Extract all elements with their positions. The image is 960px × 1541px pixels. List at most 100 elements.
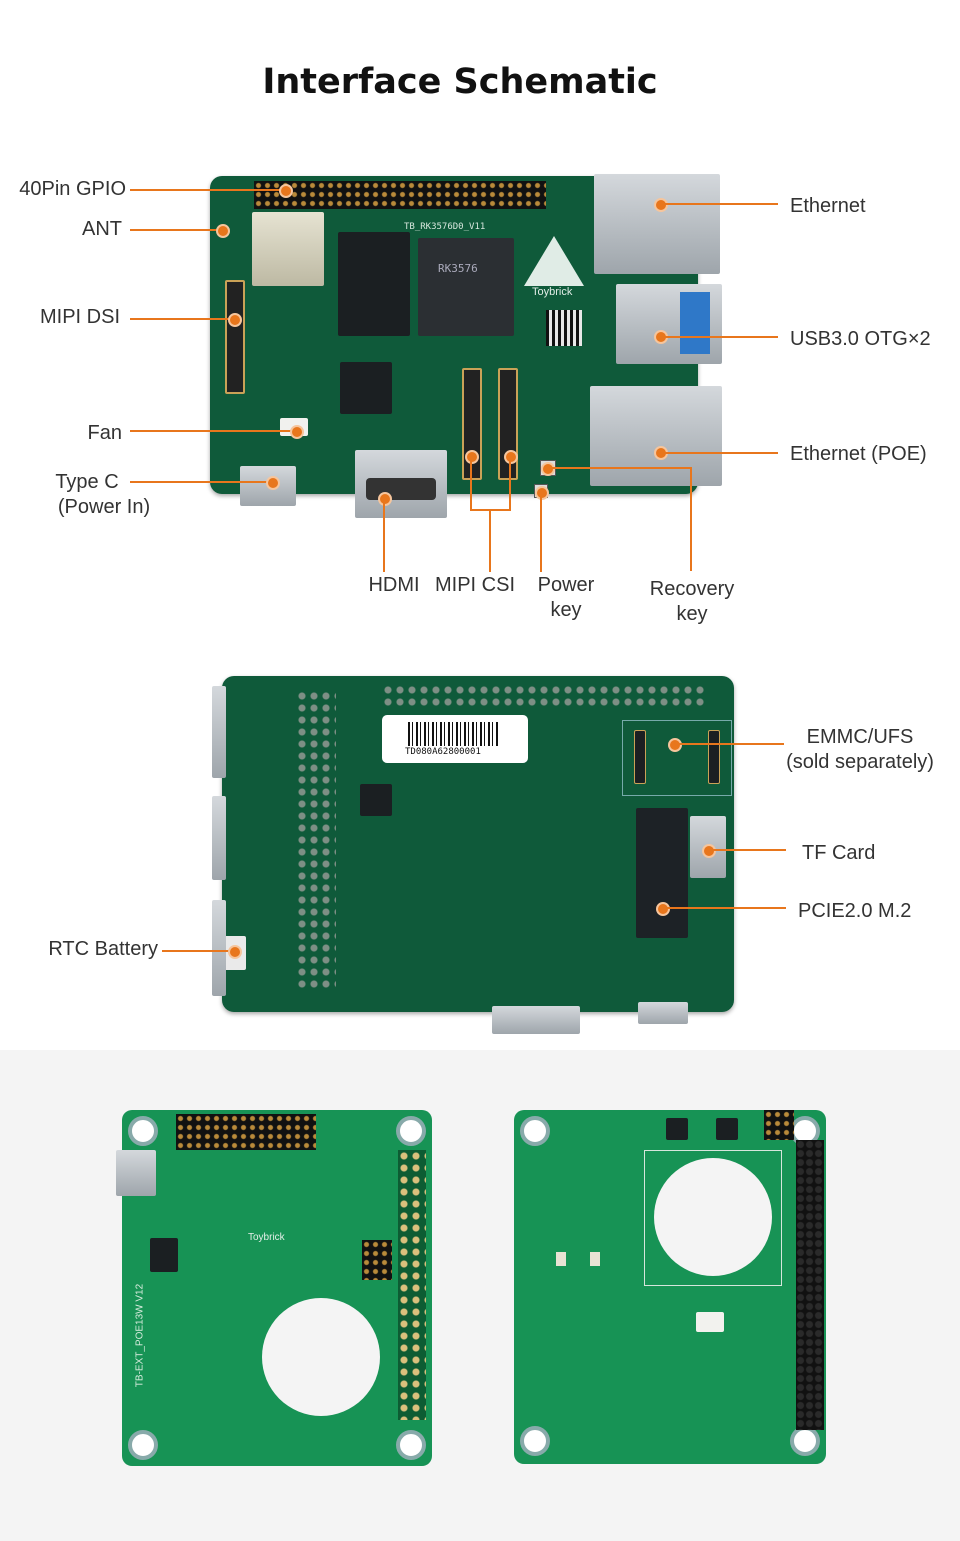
poe-back-hole-br	[790, 1426, 820, 1456]
dot-rtc	[228, 945, 242, 959]
label-emmc-ufs: EMMC/UFS	[806, 726, 914, 748]
dot-hdmi	[378, 492, 392, 506]
poe-back-chip-2	[716, 1118, 738, 1140]
line-ethernet-poe	[664, 452, 778, 454]
m2-slot	[636, 808, 688, 938]
poe-board-back	[514, 1110, 826, 1464]
pmic-chip	[340, 362, 392, 414]
dot-csi-1	[465, 450, 479, 464]
poe-front-gpio-holes	[398, 1150, 426, 1420]
label-emmc-sold-separately: (sold separately)	[786, 751, 934, 773]
mipi-dsi-connector	[225, 280, 245, 394]
line-mipi-dsi	[130, 318, 230, 320]
usb-tongue	[680, 292, 710, 354]
dot-recovery-key	[541, 462, 555, 476]
poe-back-hole-bl	[520, 1426, 550, 1456]
gpio-header	[254, 181, 546, 209]
line-ethernet	[664, 203, 778, 205]
ethernet-poe-jack	[590, 386, 722, 486]
poe-front-hole-bl	[128, 1430, 158, 1460]
poe-front-silk-brand: Toybrick	[248, 1232, 285, 1243]
line-csi-left	[470, 460, 472, 510]
page-title: Interface Schematic	[262, 62, 658, 102]
label-type-c: Type C	[55, 471, 119, 493]
dot-pcie	[656, 902, 670, 916]
poe-back-top-header	[764, 1110, 794, 1140]
label-tf-card: TF Card	[802, 842, 876, 864]
label-pcie-m2: PCIE2.0 M.2	[798, 900, 912, 922]
label-mipi-dsi: MIPI DSI	[39, 306, 120, 328]
line-recovery-v	[690, 467, 692, 571]
line-fan	[130, 430, 292, 432]
back-port-edge-1	[212, 686, 226, 778]
label-40pin-gpio: 40Pin GPIO	[19, 178, 126, 200]
poe-back-hole-tl	[520, 1116, 550, 1146]
ethernet-jack	[594, 174, 720, 274]
dot-gpio	[279, 184, 293, 198]
back-chip	[360, 784, 392, 816]
label-usb3-otg: USB3.0 OTG×2	[790, 328, 931, 350]
line-tf-card	[712, 849, 786, 851]
silk-brand: Toybrick	[532, 286, 573, 298]
label-type-c-power-in: (Power In)	[57, 496, 151, 518]
qr-code	[546, 310, 582, 346]
poe-front-silk-label: TB-EXT_POE13W V12	[134, 1283, 146, 1388]
label-recovery-key: Recovery	[649, 578, 735, 600]
emmc-connector-2	[708, 730, 720, 784]
line-csi-down	[489, 509, 491, 572]
line-usb	[664, 336, 778, 338]
poe-front-hole-tl	[128, 1116, 158, 1146]
dot-ant	[216, 224, 230, 238]
barcode-text: TD080A62800001	[405, 747, 481, 757]
label-power-key: Power	[537, 574, 595, 596]
label-recovery-key-2: key	[676, 603, 708, 625]
emmc-connector-1	[634, 730, 646, 784]
line-type-c	[130, 481, 270, 483]
back-port-edge-2	[212, 796, 226, 880]
label-hdmi: HDMI	[368, 574, 420, 596]
label-fan: Fan	[87, 422, 122, 444]
line-hdmi	[383, 500, 385, 572]
poe-back-pad-2	[590, 1252, 600, 1266]
poe-front-usb-c	[116, 1150, 156, 1196]
barcode-bars	[408, 722, 498, 746]
label-ant: ANT	[82, 218, 122, 240]
line-emmc	[678, 743, 784, 745]
back-gpio-holes	[382, 684, 704, 708]
poe-back-fan-frame	[644, 1150, 782, 1286]
label-ethernet-poe: Ethernet (POE)	[790, 443, 927, 465]
poe-board-front	[122, 1110, 432, 1466]
poe-back-fan-cutout	[654, 1158, 772, 1276]
poe-back-chip-1	[666, 1118, 688, 1140]
soc-chip	[418, 238, 514, 336]
line-recovery-h	[550, 467, 692, 469]
label-power-key-2: key	[550, 599, 582, 621]
poe-front-header	[176, 1114, 316, 1150]
label-ethernet: Ethernet	[790, 195, 866, 217]
line-ant	[130, 229, 220, 231]
poe-front-jumper	[362, 1240, 392, 1280]
dot-tf-card	[702, 844, 716, 858]
ram-chip-1	[338, 232, 410, 336]
poe-front-hole-br	[396, 1430, 426, 1460]
hdmi-opening	[366, 478, 436, 500]
dot-power-key	[535, 486, 549, 500]
dot-fan	[290, 425, 304, 439]
poe-back-pad-1	[556, 1252, 566, 1266]
line-rtc	[162, 950, 232, 952]
poe-back-gpio-header	[796, 1140, 824, 1430]
poe-front-fan-cutout	[262, 1298, 380, 1416]
back-holes-left	[296, 690, 336, 990]
emmc-footprint	[622, 720, 732, 796]
line-gpio	[130, 189, 280, 191]
dot-mipi-dsi	[228, 313, 242, 327]
dot-type-c	[266, 476, 280, 490]
poe-front-chip	[150, 1238, 178, 1272]
dot-csi-2	[504, 450, 518, 464]
dot-ethernet	[654, 198, 668, 212]
line-power-key	[540, 496, 542, 572]
silk-model: TB_RK3576D0_V11	[404, 222, 486, 232]
back-usb-edge	[638, 1002, 688, 1024]
poe-back-connector	[696, 1312, 724, 1332]
line-csi-right	[509, 460, 511, 510]
